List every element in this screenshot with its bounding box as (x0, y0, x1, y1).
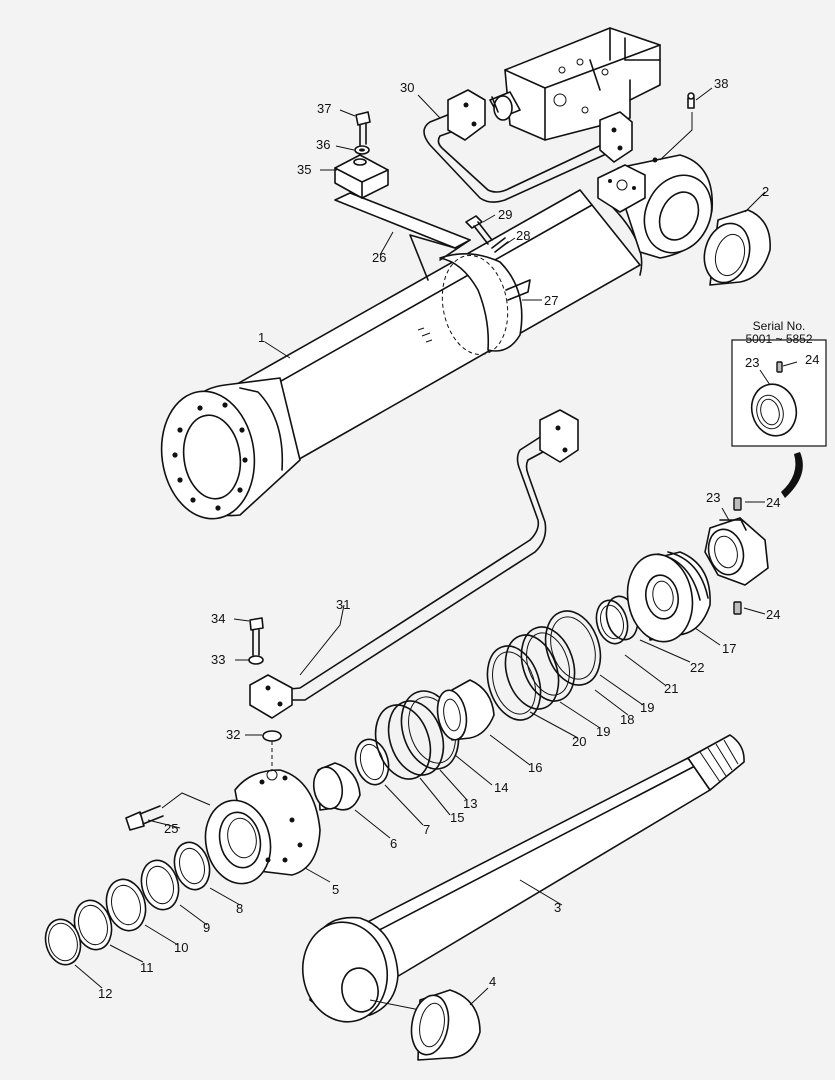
valve-block (489, 27, 661, 141)
label-part-37: 37 (317, 101, 331, 116)
label-part-31: 31 (336, 597, 350, 612)
label-part-24-top: 24 (766, 495, 780, 510)
label-part-14: 14 (494, 780, 508, 795)
label-part-17: 17 (722, 641, 736, 656)
part-labels: 1 2 3 4 5 6 7 8 9 10 11 12 13 14 15 16 1… (98, 76, 780, 1001)
label-part-27: 27 (544, 293, 558, 308)
serial-inset: Serial No. 5001 ~ 5852 23 24 (731, 319, 827, 498)
label-part-22: 22 (690, 660, 704, 675)
inset-label-setscrew: 24 (805, 352, 819, 367)
label-part-3: 3 (554, 900, 561, 915)
label-part-21: 21 (664, 681, 678, 696)
label-part-19a: 19 (640, 700, 654, 715)
inset-label-nut: 23 (745, 355, 759, 370)
label-part-7: 7 (423, 822, 430, 837)
label-part-8: 8 (236, 901, 243, 916)
label-part-24-bottom: 24 (766, 607, 780, 622)
label-part-36: 36 (316, 137, 330, 152)
label-part-11: 11 (140, 960, 154, 975)
label-part-5: 5 (332, 882, 339, 897)
pipe-30 (423, 89, 633, 203)
label-part-9: 9 (203, 920, 210, 935)
piston-seals (486, 551, 711, 721)
inset-serial-range: 5001 ~ 5852 (745, 332, 812, 346)
piston-components (312, 679, 495, 811)
label-part-20: 20 (572, 734, 586, 749)
label-part-10: 10 (174, 940, 188, 955)
label-part-26: 26 (372, 250, 386, 265)
pipe-bracket (334, 92, 695, 281)
label-part-29: 29 (498, 207, 512, 222)
label-part-35: 35 (297, 162, 311, 177)
piston-rod (301, 734, 745, 1061)
bushing-2 (703, 209, 771, 286)
leader-lines (74, 87, 766, 1006)
piston-nut (704, 497, 769, 615)
label-part-19b: 19 (596, 724, 610, 739)
label-part-32: 32 (226, 727, 240, 742)
pipe-31 (248, 409, 579, 770)
label-part-1: 1 (258, 330, 265, 345)
inset-serial-label: Serial No. (753, 319, 806, 333)
label-part-38: 38 (714, 76, 728, 91)
cylinder-barrel (160, 154, 713, 520)
label-part-16: 16 (528, 760, 542, 775)
label-part-34: 34 (211, 611, 225, 626)
label-part-25: 25 (164, 821, 178, 836)
label-part-13: 13 (463, 796, 477, 811)
rod-gland-5 (125, 769, 321, 885)
label-part-33: 33 (211, 652, 225, 667)
label-part-4: 4 (489, 974, 496, 989)
label-part-18: 18 (620, 712, 634, 727)
label-part-12: 12 (98, 986, 112, 1001)
label-part-23: 23 (706, 490, 720, 505)
label-part-2: 2 (762, 184, 769, 199)
label-part-28: 28 (516, 228, 530, 243)
label-part-30: 30 (400, 80, 414, 95)
label-part-6: 6 (390, 836, 397, 851)
seal-rings-8-12 (44, 841, 211, 966)
label-part-15: 15 (450, 810, 464, 825)
